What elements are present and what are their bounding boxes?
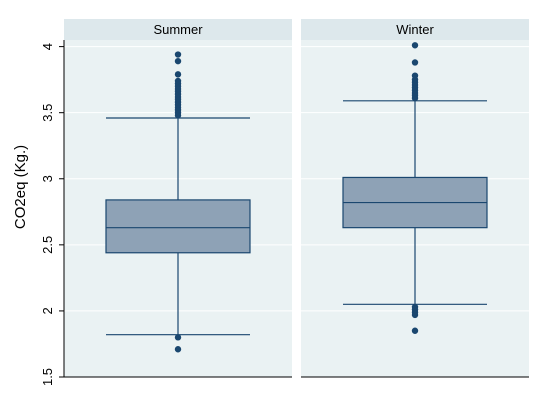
outlier-point bbox=[174, 77, 182, 85]
panel-winter: Winter bbox=[301, 19, 529, 378]
panel-summer: Summer bbox=[64, 19, 292, 378]
outlier-point bbox=[411, 59, 419, 66]
outlier-point bbox=[174, 51, 182, 58]
y-tick-label: 2 bbox=[40, 307, 55, 314]
y-tick-label: 3 bbox=[40, 175, 55, 182]
y-tick-label: 3.5 bbox=[40, 104, 55, 122]
outlier-point bbox=[174, 334, 182, 341]
y-tick-label: 1.5 bbox=[40, 368, 55, 386]
outlier-point bbox=[174, 346, 182, 353]
panel-header bbox=[301, 19, 529, 40]
outlier-point bbox=[411, 327, 419, 334]
iqr-box bbox=[105, 199, 251, 254]
y-ticks: 1.5 2 2.5 3 3.5 4 bbox=[40, 43, 64, 386]
panel-title: Summer bbox=[153, 22, 203, 37]
y-axis: 1.5 2 2.5 3 3.5 4 bbox=[40, 40, 65, 386]
y-tick-label: 4 bbox=[40, 43, 55, 50]
outlier-point bbox=[174, 57, 182, 65]
outlier-point bbox=[411, 42, 419, 49]
panels: Summer Winter bbox=[64, 19, 529, 378]
panel-title: Winter bbox=[396, 22, 434, 37]
y-tick-label: 2.5 bbox=[40, 236, 55, 254]
outlier-point bbox=[174, 71, 182, 78]
outlier-point bbox=[411, 303, 419, 311]
y-axis-label: CO2eq (Kg.) bbox=[12, 145, 29, 229]
panel-header bbox=[64, 19, 292, 40]
outlier-point bbox=[411, 72, 419, 79]
